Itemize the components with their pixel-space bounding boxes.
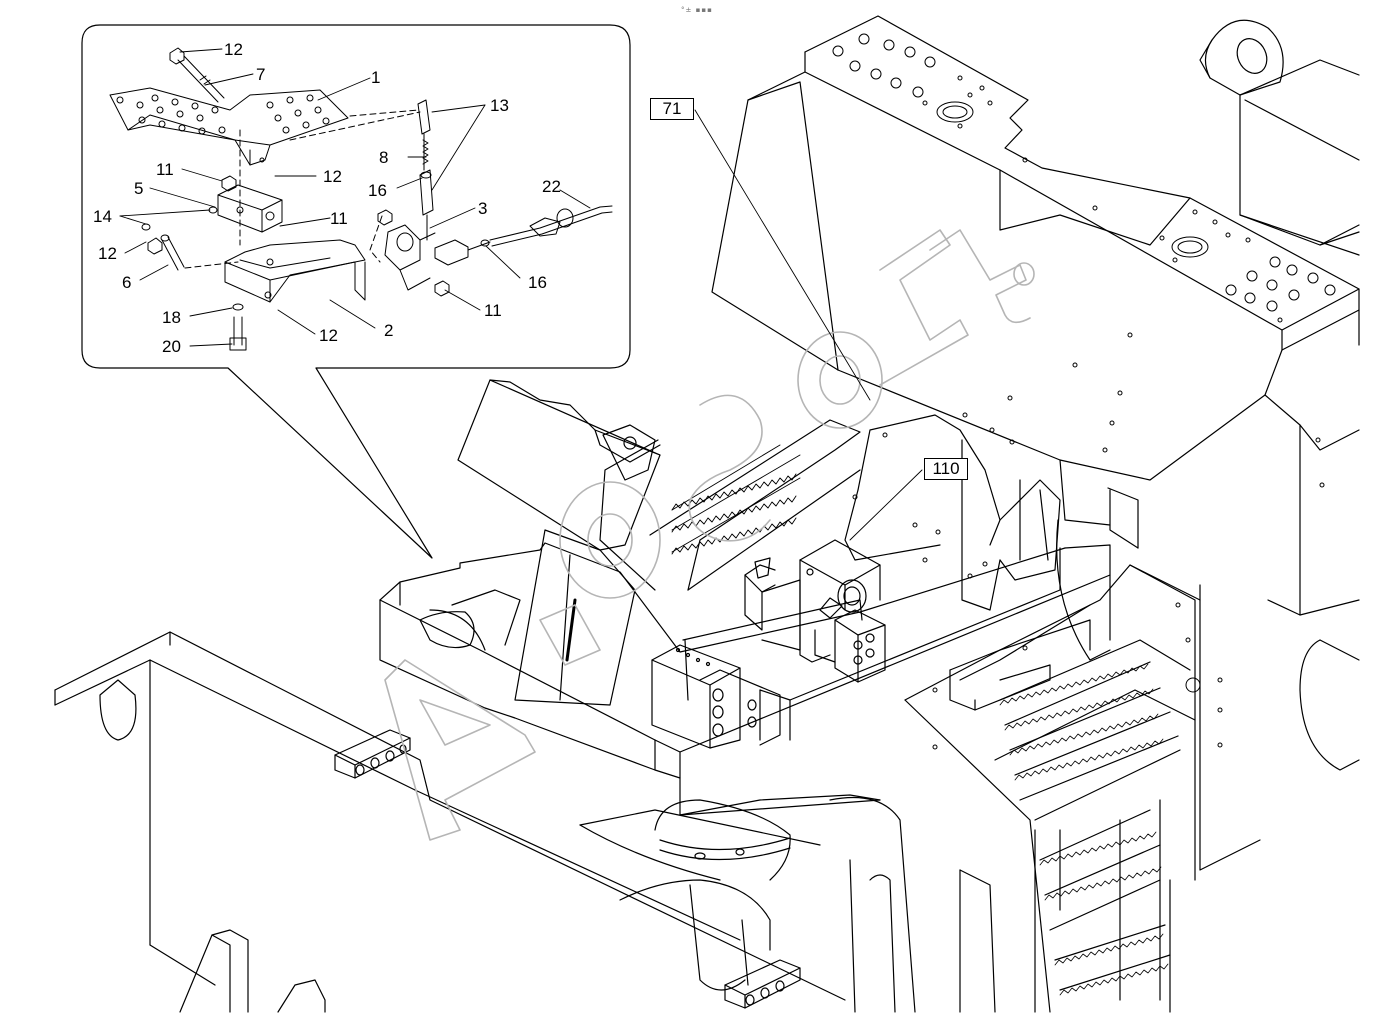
callout-12-bottom: 12 <box>319 326 338 345</box>
swivel-base <box>579 799 821 991</box>
callout-3: 3 <box>478 199 488 218</box>
callout-16-lower: 16 <box>528 273 547 292</box>
callout-13: 13 <box>490 96 509 115</box>
header-mark: °± ▪▪▪ <box>681 6 713 14</box>
callout-8: 8 <box>379 148 389 167</box>
stair-grating <box>999 663 1169 996</box>
callout-12-mid: 12 <box>323 167 342 186</box>
callout-11-lower: 11 <box>484 301 502 320</box>
exploded-parts <box>109 47 613 351</box>
callout-11-left: 11 <box>156 160 174 179</box>
watermark <box>384 229 1035 841</box>
callout-18: 18 <box>162 308 181 327</box>
lower-right-structure <box>829 584 1261 1013</box>
left-frame <box>54 631 846 1013</box>
callout-16-upper: 16 <box>368 181 387 200</box>
detail-inset <box>81 24 631 559</box>
upper-frame <box>711 15 1360 771</box>
callout-11-center: 11 <box>330 209 348 228</box>
callout-7: 7 <box>256 65 266 84</box>
callout-12-left: 12 <box>98 244 117 263</box>
chute <box>457 379 861 706</box>
callout-20: 20 <box>162 337 181 356</box>
valve-unit <box>744 539 886 683</box>
leader-lines <box>119 48 923 541</box>
callout-12-top: 12 <box>224 40 243 59</box>
callout-14: 14 <box>93 207 112 226</box>
callout-110: 110 <box>924 458 968 480</box>
stair-holes <box>852 432 1223 750</box>
callout-71: 71 <box>650 98 694 120</box>
callout-5: 5 <box>134 179 144 198</box>
stairs <box>904 564 1201 1013</box>
callout-2: 2 <box>384 321 394 340</box>
callout-6: 6 <box>122 273 132 292</box>
callout-1: 1 <box>371 68 381 87</box>
callout-22: 22 <box>542 177 561 196</box>
frame-holes <box>832 33 1336 488</box>
middle-housing <box>844 414 1139 661</box>
connector-block <box>651 644 781 749</box>
chute-grating <box>671 444 801 555</box>
